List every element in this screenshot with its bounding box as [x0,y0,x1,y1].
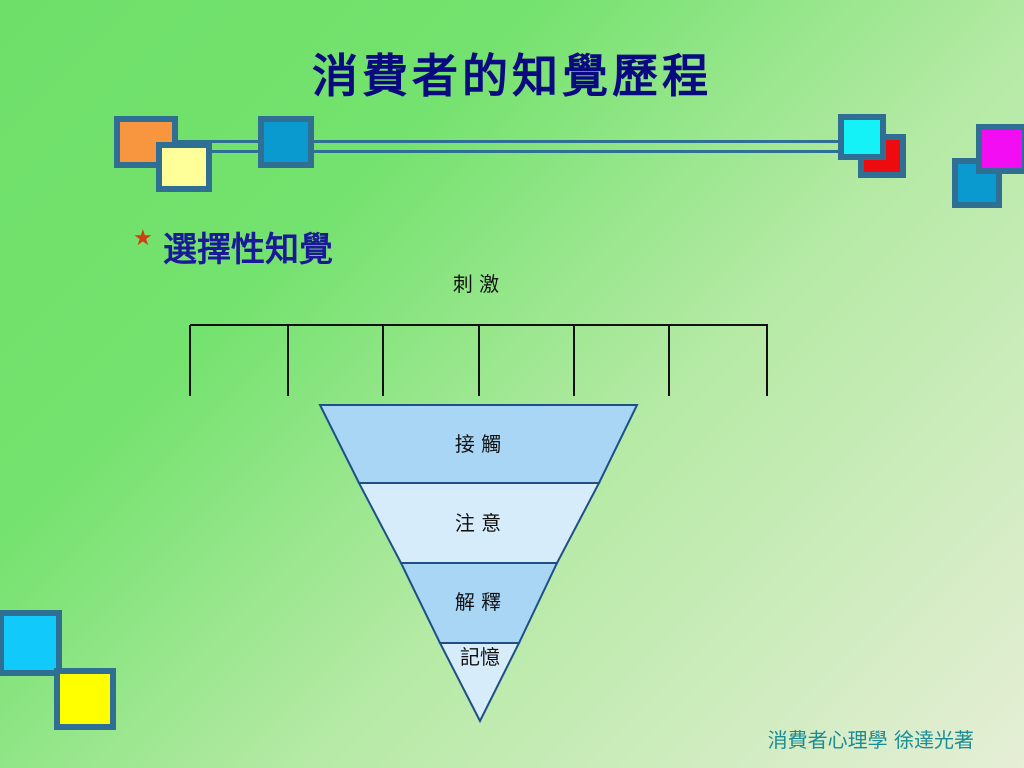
stage-label-contact: 接 觸 [455,432,501,456]
decor-square-cyan [838,114,886,160]
stimulus-label: 刺 激 [453,272,499,296]
subtitle: 選擇性知覺 [163,230,333,270]
decor-square-yellow [156,142,212,192]
stage-label-interpretation: 解 釋 [455,590,501,614]
slide-title: 消費者的知覺歷程 [312,49,712,103]
decor-square-cyan-left [0,610,62,676]
decor-square-blue [258,116,314,168]
decorative-rule-top [178,140,842,143]
footer-credit: 消費者心理學 徐達光著 [767,728,974,752]
decorative-rule-bottom [178,150,842,153]
stage-label-memory: 記憶 [460,645,500,669]
decor-square-magenta [976,124,1024,174]
funnel-stage-memory [438,642,521,724]
decor-square-yellow-left [54,668,116,730]
stage-label-attention: 注 意 [455,511,501,535]
star-icon: ★ [133,226,153,251]
stimulus-comb [189,324,768,396]
